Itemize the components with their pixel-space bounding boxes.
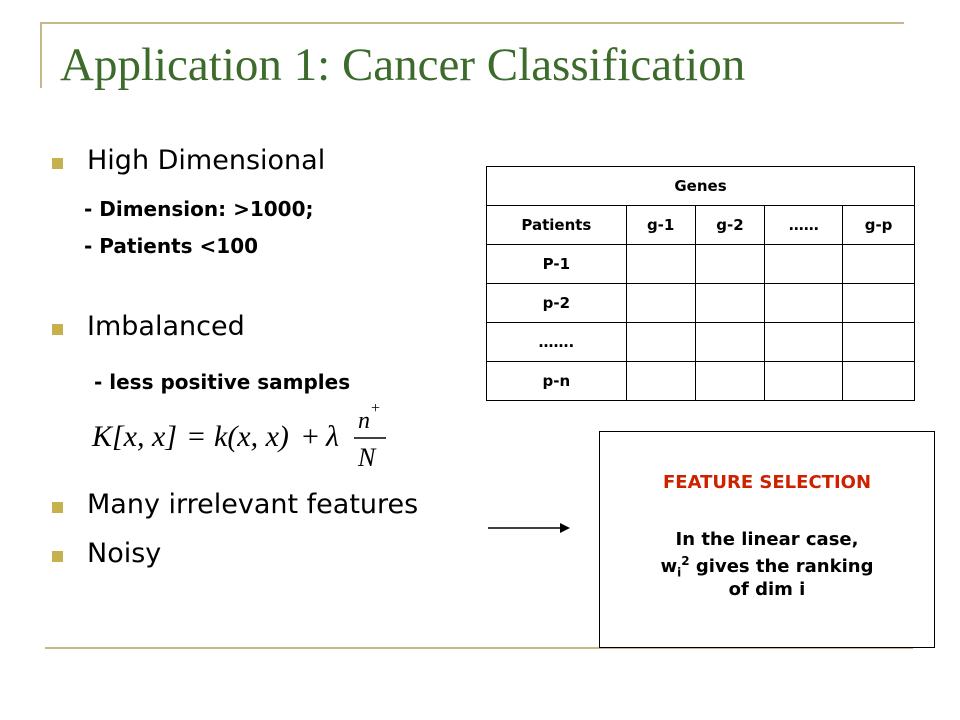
column-header: Patients — [486, 205, 627, 245]
table-row: ……. — [486, 322, 915, 362]
table-cell — [764, 322, 844, 362]
row-label: p-n — [486, 361, 627, 401]
bullet-marker — [52, 158, 63, 169]
column-header: …… — [764, 205, 844, 245]
table-cell — [694, 361, 766, 401]
table-row: p-2 — [486, 283, 915, 323]
formula-lhs: K[x, x] — [91, 420, 177, 453]
slide-title: Application 1: Cancer Classification — [60, 39, 746, 91]
feature-line-1: In the linear case, — [675, 529, 859, 550]
sub-patients: - Patients <100 — [84, 234, 259, 258]
sub-less-positive: - less positive samples — [94, 370, 351, 394]
table-cell — [694, 244, 766, 284]
table-cell — [625, 244, 696, 284]
table-cell — [694, 322, 766, 362]
feature-line-3: of dim i — [728, 579, 806, 600]
bottom-decor-line — [45, 647, 913, 649]
table-cell — [764, 361, 844, 401]
table-cell — [694, 283, 766, 323]
arrow-icon — [488, 523, 570, 533]
bullet-marker — [52, 551, 63, 562]
column-header: g-2 — [694, 205, 766, 245]
bullet-marker — [52, 502, 63, 513]
row-label: p-2 — [486, 283, 627, 323]
table-cell — [842, 244, 915, 284]
bullet-noisy: Noisy — [87, 538, 162, 569]
row-label: ……. — [486, 322, 627, 362]
formula-denominator: N — [357, 443, 377, 470]
genes-table: Genes Patients g-1 g-2 …… g-p P-1 p-2 ……… — [486, 166, 915, 401]
formula-rhs: k(x, x) — [214, 420, 289, 453]
table-row: p-n — [486, 361, 915, 401]
table-cell — [625, 361, 696, 401]
table-cell — [764, 244, 844, 284]
formula-eq: = — [188, 420, 205, 453]
weight-sup: 2 — [681, 554, 690, 568]
table-cell — [842, 361, 915, 401]
table-row: P-1 — [486, 244, 915, 284]
column-header: g-1 — [625, 205, 696, 245]
table-cell — [842, 283, 915, 323]
formula-lambda: λ — [325, 420, 339, 453]
formula-numerator-sup: + — [371, 400, 380, 417]
weight-sub: i — [677, 565, 682, 580]
feature-line-2: wi2 gives the ranking — [600, 554, 934, 580]
table-columns-row: Patients g-1 g-2 …… g-p — [486, 205, 915, 245]
bullet-imbalanced: Imbalanced — [87, 311, 245, 342]
row-label: P-1 — [486, 244, 627, 284]
bullet-marker — [52, 324, 63, 335]
table-cell — [764, 283, 844, 323]
feature-selection-title: FEATURE SELECTION — [662, 472, 872, 493]
table-cell — [625, 322, 696, 362]
feature-selection-box: FEATURE SELECTION In the linear case, wi… — [599, 431, 935, 648]
table-cell — [625, 283, 696, 323]
table-header-row: Genes — [486, 166, 915, 206]
weight-var: w — [660, 556, 678, 577]
left-decor-line — [40, 22, 42, 88]
formula-numerator: n — [358, 408, 370, 434]
formula-plus: + — [302, 420, 319, 453]
sub-dimension: - Dimension: >1000; — [84, 197, 314, 221]
kernel-formula: K[x, x] = k(x, x) + λ n + N — [91, 400, 386, 470]
feature-line-2-rest: gives the ranking — [689, 556, 874, 577]
column-header: g-p — [842, 205, 915, 245]
top-decor-line — [40, 22, 904, 24]
table-cell — [842, 322, 915, 362]
bullet-irrelevant-features: Many irrelevant features — [87, 489, 419, 520]
bullet-high-dimensional: High Dimensional — [87, 145, 326, 176]
table-genes-header: Genes — [486, 166, 915, 206]
